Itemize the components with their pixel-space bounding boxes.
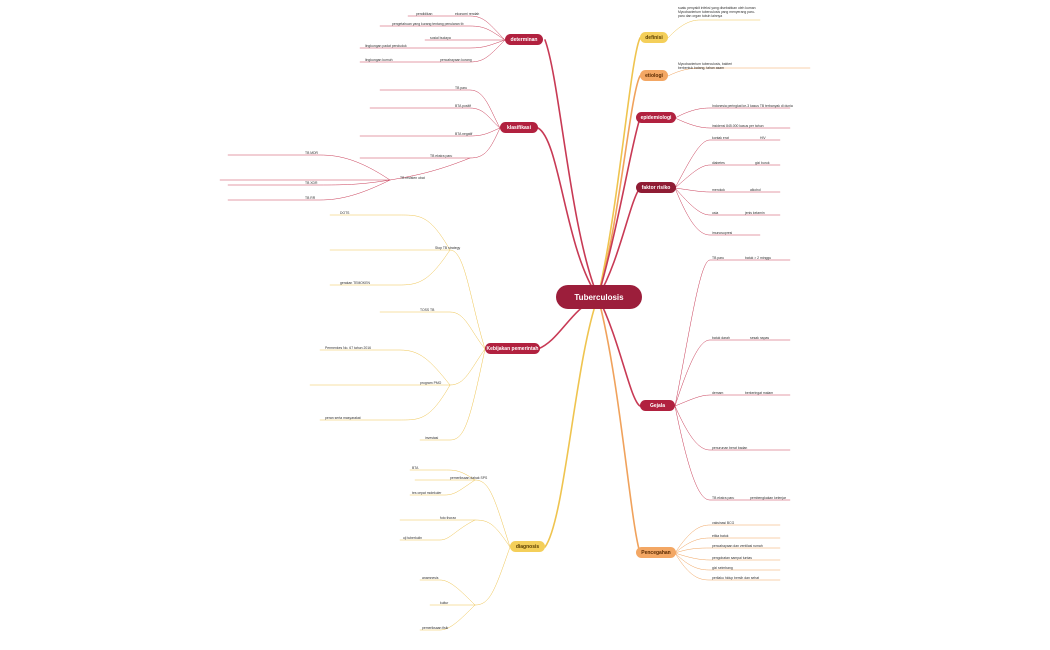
leaf-node: investasi	[425, 436, 439, 440]
leaf-node: sesak napas	[750, 336, 770, 340]
leaf-node: batuk darah	[712, 336, 730, 340]
branch-pencegahan	[597, 296, 641, 554]
leaf-node: tes cepat molekuler	[412, 491, 442, 495]
leaf-node: vaksinasi BCG	[712, 521, 735, 525]
leaf-node: foto thorax	[440, 516, 457, 520]
leaf-node: ekonomi rendah	[455, 12, 480, 16]
leaf-node: merokok	[712, 188, 726, 192]
leaf-node: lingkungan kumuh	[365, 58, 393, 62]
leaf-node: TB RR	[305, 196, 316, 200]
leaf-node: pencahayaan kurang	[440, 58, 472, 62]
leaf-node: imunosupresi	[712, 231, 733, 235]
leaf-node: usia	[712, 211, 719, 215]
leaf-node: sosial budaya	[430, 36, 451, 40]
topic-pencegahan[interactable]: Pencegahan	[636, 547, 676, 558]
leaf-node: jenis kelamin	[745, 211, 765, 215]
topic-diagnosis[interactable]: diagnosis	[510, 541, 545, 552]
leaf-node: TB paru	[455, 86, 468, 90]
leaf-node: insidensi 845.000 kasus per tahun	[712, 124, 764, 128]
leaf-node: lingkungan padat penduduk	[365, 44, 407, 48]
leaf-node: TOSS TB	[420, 308, 435, 312]
leaf-node: anamnesis	[422, 576, 439, 580]
leaf-node: penurunan berat badan	[712, 446, 748, 450]
leaf-node: HIV	[760, 136, 766, 140]
leaf-node: diabetes	[712, 161, 725, 165]
leaf-node: Permenkes No. 67 tahun 2016	[325, 346, 371, 350]
leaf-node: TB ekstra paru	[712, 496, 735, 500]
topic-determinan[interactable]: determinan	[505, 34, 543, 45]
leaf-node: kontak erat	[712, 136, 729, 140]
leaf-node: BTA	[412, 466, 419, 470]
branch-diagnosis	[544, 296, 599, 548]
branch-determinan	[544, 39, 599, 298]
leaf-node: batuk > 2 minggu	[745, 256, 772, 260]
leaf-node: pembengkakan kelenjar	[750, 496, 787, 500]
branch-klasifikasi	[537, 127, 599, 298]
leaf-node: TB XDR	[305, 181, 318, 185]
topic-epidemiologi[interactable]: epidemiologi	[636, 112, 676, 123]
leaf-node: pendidikan	[416, 12, 433, 16]
topic-faktor-risiko[interactable]: faktor risiko	[636, 182, 676, 193]
leaf-node: TB MDR	[305, 151, 318, 155]
leaf-node: Stop TB strategy	[435, 246, 461, 250]
leaf-node: gerakan TEMOKEN	[340, 281, 370, 285]
leaf-node: uji tuberkulin	[403, 536, 423, 540]
leaf-node: pengobatan sampai tuntas	[712, 556, 752, 560]
leaf-node: gizi seimbang	[712, 566, 733, 570]
leaf-node: kultur	[440, 601, 449, 605]
leaf-node: peran serta masyarakat	[325, 416, 361, 420]
leaf-node: DOTS	[340, 211, 350, 215]
leaf-node: TB paru	[712, 256, 725, 260]
leaf-node: alkohol	[750, 188, 761, 192]
topic-kebijakan-pemerintah[interactable]: Kebijakan pemerintah	[485, 343, 540, 354]
leaf-node: etika batuk	[712, 534, 729, 538]
leaf-node: gizi buruk	[755, 161, 770, 165]
leaf-node: suatu penyakit infeksi yang disebabkan o…	[678, 6, 756, 18]
leaf-node: BTA negatif	[455, 132, 473, 136]
leaf-node: pencahayaan dan ventilasi rumah	[712, 544, 763, 548]
leaf-node: pengetahuan yang kurang tentang penulara…	[392, 22, 464, 26]
branch-gejala	[597, 296, 641, 407]
branch-epidemiologi	[597, 117, 641, 298]
leaf-node: Mycobacterium tuberculosis, bakteri berb…	[678, 62, 733, 70]
central-topic[interactable]: Tuberculosis	[556, 285, 642, 309]
branch-definisi	[597, 37, 641, 298]
leaf-node: Indonesia peringkat ke-3 kasus TB terban…	[712, 104, 793, 108]
leaf-node: TB ekstra paru	[430, 154, 453, 158]
topic-gejala[interactable]: Gejala	[640, 400, 675, 411]
leaf-node: BTA positif	[455, 104, 471, 108]
leaf-node: demam	[712, 391, 724, 395]
leaf-node: TB resisten obat	[400, 176, 425, 180]
topic-etiologi[interactable]: etiologi	[640, 70, 668, 81]
leaf-node: berkeringat malam	[745, 391, 774, 395]
leaf-node: pemeriksaan fisik	[422, 626, 449, 630]
leaf-node: program PMO	[420, 381, 442, 385]
topic-klasifikasi[interactable]: klasifikasi	[500, 122, 538, 133]
branch-faktor	[597, 187, 641, 298]
leaf-node: pemeriksaan dahak SPS	[450, 476, 488, 480]
topic-definisi[interactable]: definisi	[640, 32, 668, 43]
leaf-node: perilaku hidup bersih dan sehat	[712, 576, 760, 580]
